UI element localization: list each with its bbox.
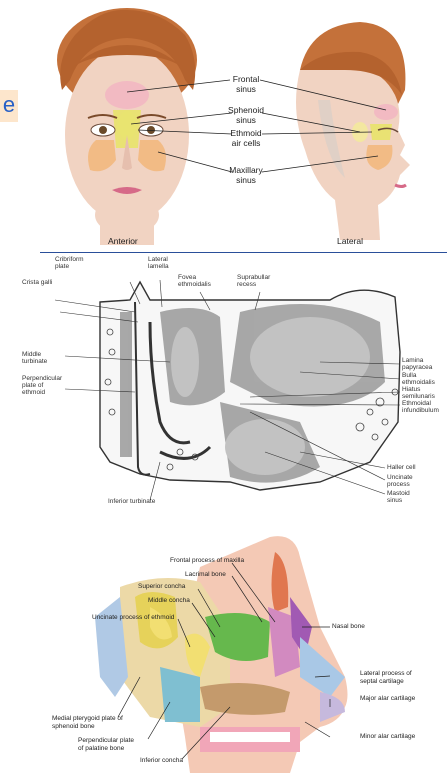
sinus-illustration-panel: e	[0, 0, 447, 252]
label-ethmoid-air-cells: Ethmoid air cells	[225, 128, 267, 148]
label-frontal-process-maxilla: Frontal process of maxilla	[170, 557, 244, 565]
label-suprabullar-recess: Suprabullar recess	[237, 274, 270, 288]
label-frontal-sinus: Frontal sinus	[228, 74, 264, 94]
label-perpendicular-plate: Perpendicular plate of ethmoid	[22, 375, 62, 396]
side-tab: e	[0, 90, 18, 122]
label-inferior-turbinate: Inferior turbinate	[108, 498, 155, 505]
label-uncinate-process: Uncinate process	[387, 474, 413, 488]
label-nasal-bone: Nasal bone	[332, 623, 365, 631]
label-ethmoidal-infundibulum: Ethmoidal infundibulum	[402, 400, 439, 414]
label-haller-cell: Haller cell	[387, 464, 416, 471]
nasal-wall-panel: Frontal process of maxilla Lacrimal bone…	[0, 527, 447, 773]
label-lacrimal-bone: Lacrimal bone	[185, 571, 226, 579]
label-lateral-process-septal-cartilage: Lateral process of septal cartilage	[360, 670, 412, 686]
ct-sketch	[0, 252, 447, 527]
caption-lateral: Lateral	[337, 236, 363, 246]
label-bulla-ethmoidalis: Bulla ethmoidalis	[402, 372, 435, 386]
label-major-alar-cartilage: Major alar cartilage	[360, 695, 415, 703]
label-mastoid-sinus: Mastoid sinus	[387, 490, 410, 504]
label-lamina-papyracea: Lamina papyracea	[402, 357, 432, 371]
label-perpendicular-plate-palatine: Perpendicular plate of palatine bone	[78, 737, 134, 753]
label-fovea-ethmoidalis: Fovea ethmoidalis	[178, 274, 211, 288]
faces-illustration	[0, 0, 447, 252]
label-minor-alar-cartilage: Minor alar cartilage	[360, 733, 415, 741]
ct-sketch-panel: Cribriform plate Lateral lamella Crista …	[0, 252, 447, 527]
label-hiatus-semilunaris: Hiatus semilunaris	[402, 386, 435, 400]
label-medial-pterygoid-plate: Medial pterygoid plate of sphenoid bone	[52, 715, 123, 731]
label-superior-concha: Superior concha	[138, 583, 185, 591]
label-uncinate-process-ethmoid: Uncinate process of ethmoid	[92, 614, 174, 622]
label-sphenoid-sinus: Sphenoid sinus	[225, 105, 267, 125]
label-middle-concha: Middle concha	[148, 597, 190, 605]
label-cribriform-plate: Cribriform plate	[55, 256, 84, 270]
label-inferior-concha: Inferior concha	[140, 757, 183, 765]
label-maxillary-sinus: Maxillary sinus	[225, 165, 267, 185]
label-crista-galli: Crista galli	[22, 279, 52, 286]
caption-anterior: Anterior	[108, 236, 138, 246]
anterior-face	[57, 8, 197, 245]
label-middle-turbinate: Middle turbinate	[22, 351, 47, 365]
label-lateral-lamella: Lateral lamella	[148, 256, 169, 270]
